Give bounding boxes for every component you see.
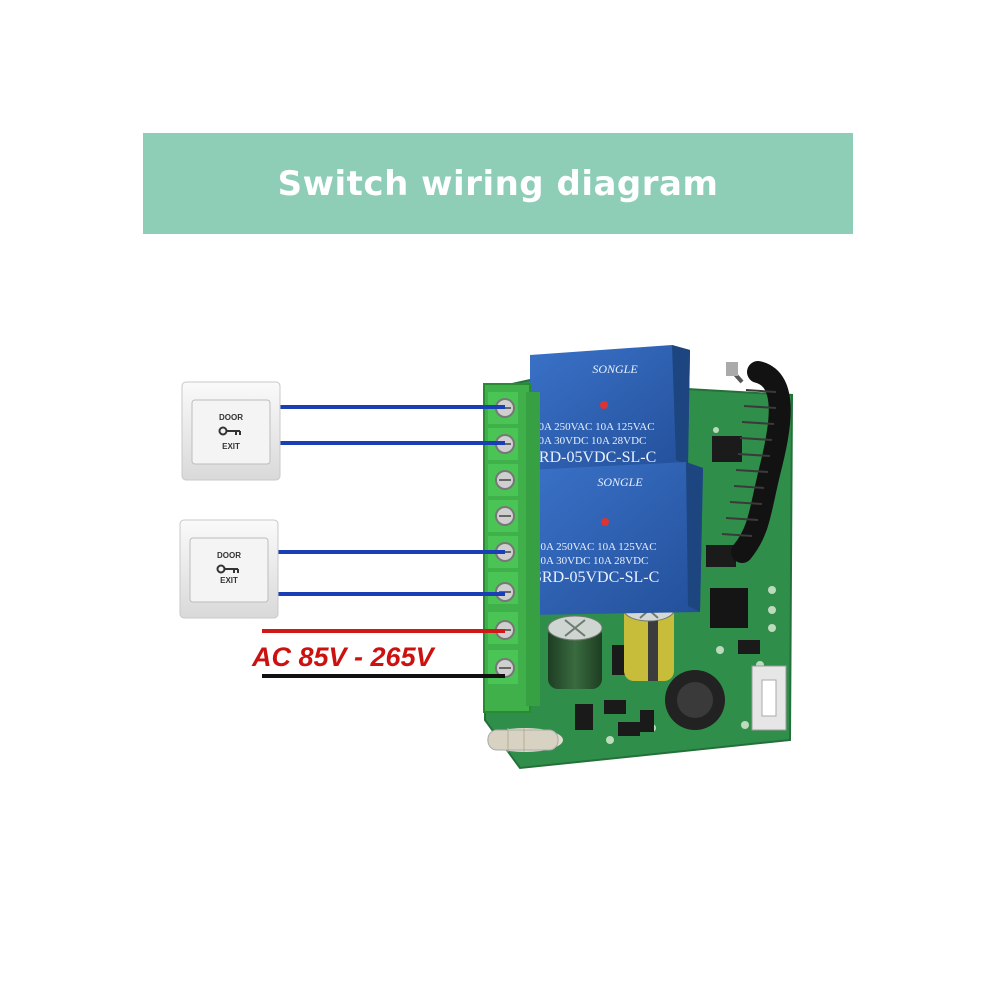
terminal-screw [488, 572, 518, 604]
button-door-label: DOOR [219, 413, 243, 422]
relay-rating-line2: 10A 30VDC 10A 28VDC [533, 435, 646, 447]
key-icon [216, 564, 239, 574]
ic-chip [706, 545, 736, 567]
button-exit-label: EXIT [220, 576, 238, 585]
title-banner: Switch wiring diagram [143, 133, 853, 234]
relay-brand: SONGLE [592, 362, 638, 376]
antenna [721, 361, 791, 563]
led [487, 728, 563, 752]
diagram-title: Switch wiring diagram [277, 163, 719, 204]
relay-1: SONGLE 10A 250VAC 10A 125VAC 10A 30VDC 1… [530, 345, 690, 470]
door-exit-button-1: DOOR EXIT [181, 381, 281, 481]
terminal-block [483, 383, 540, 713]
wires [262, 405, 505, 678]
relay-model: SRD-05VDC-SL-C [533, 569, 659, 586]
ic-chip [710, 588, 748, 628]
relay-2: SONGLE 10A 250VAC 10A 125VAC 10A 30VDC 1… [528, 462, 703, 615]
terminal-screw [488, 612, 518, 644]
relay-rating-line1: 10A 250VAC 10A 125VAC [535, 541, 657, 553]
capacitor [547, 615, 603, 689]
relay-brand: SONGLE [597, 475, 643, 489]
relay-model: SRD-05VDC-SL-C [530, 449, 656, 466]
door-exit-button-2: DOOR EXIT [179, 519, 279, 619]
key-icon [218, 426, 241, 436]
relay-rating-line1: 10A 250VAC 10A 125VAC [533, 421, 655, 433]
relay-rating-line2: 10A 30VDC 10A 28VDC [535, 555, 648, 567]
button-door-label: DOOR [217, 551, 241, 560]
terminal-screw [488, 500, 518, 532]
ic-chip [712, 436, 742, 462]
button-exit-label: EXIT [222, 442, 240, 451]
terminal-screw [488, 464, 518, 496]
learn-button [751, 665, 787, 731]
voltage-label: AC 85V - 265V [251, 642, 436, 672]
terminal-screw [488, 650, 518, 684]
